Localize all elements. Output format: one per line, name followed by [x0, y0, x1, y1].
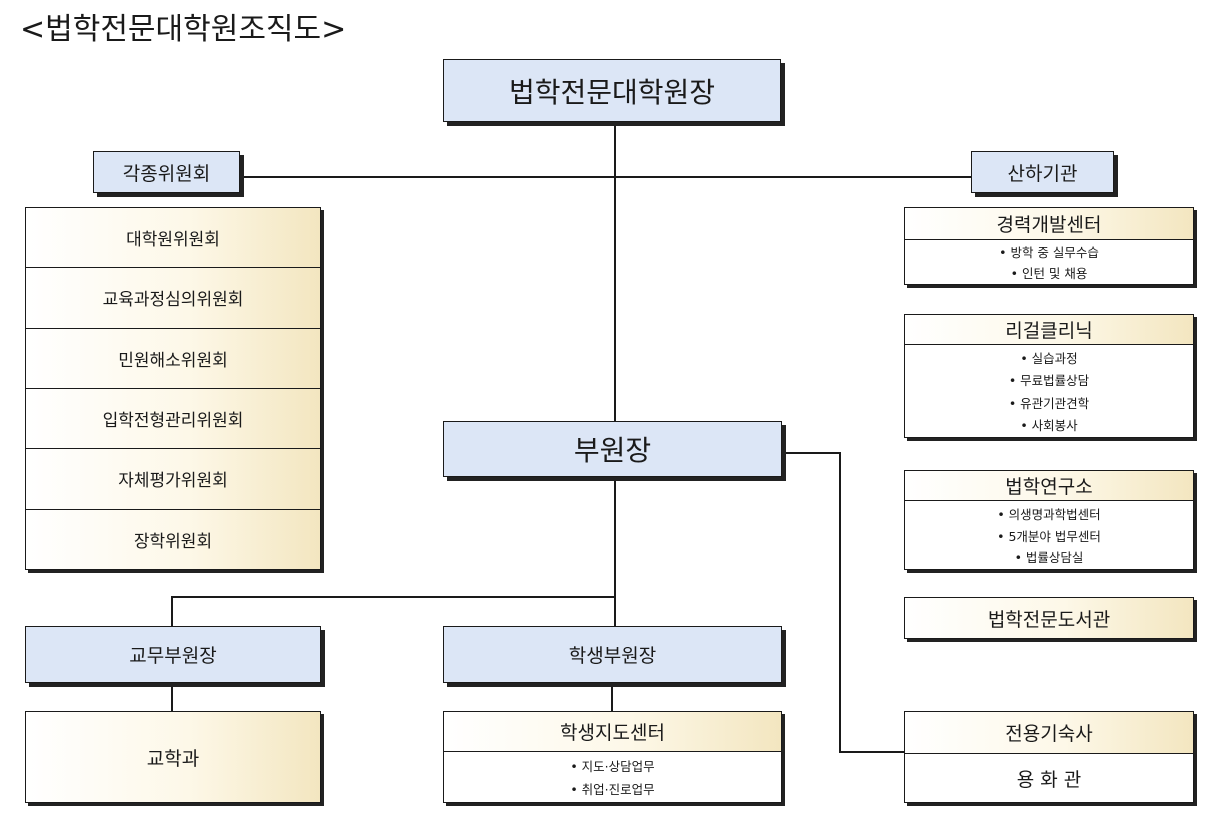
dormitory-title: 전용기숙사	[905, 712, 1193, 754]
legal-clinic-item: • 유관기관견학	[1008, 395, 1090, 411]
law-institute-title: 법학연구소	[905, 471, 1193, 501]
career-center-item: • 방학 중 실무수습	[999, 245, 1099, 260]
law-institute-item: • 5개분야 법무센터	[997, 528, 1101, 544]
legal-clinic-card: 리걸클리닉 • 실습과정 • 무료법률상담 • 유관기관견학 • 사회봉사	[904, 314, 1194, 438]
academic-affairs-office-box: 교학과	[25, 711, 321, 803]
academic-vice-dean-box: 교무부원장	[25, 626, 321, 683]
legal-clinic-item: • 실습과정	[1020, 351, 1078, 367]
student-guidance-item: • 지도·상담업무	[570, 759, 655, 774]
law-institute-item: • 의생명과학법센터	[997, 506, 1101, 522]
dormitory-building-name: 용 화 관	[1016, 768, 1082, 791]
affiliates-header-label: 산하기관	[1007, 162, 1078, 185]
committee-list: 대학원위원회 교육과정심의위원회 민원해소위원회 입학전형관리위원회 자체평가위…	[25, 207, 321, 570]
legal-clinic-item: • 사회봉사	[1020, 417, 1078, 433]
affiliates-header-box: 산하기관	[971, 151, 1114, 193]
legal-clinic-item: • 무료법률상담	[1008, 373, 1090, 389]
vice-dean-box: 부원장	[443, 421, 782, 477]
student-vice-dean-label: 학생부원장	[568, 645, 657, 667]
legal-clinic-title: 리걸클리닉	[905, 315, 1193, 345]
dormitory-card: 전용기숙사 용 화 관	[904, 711, 1194, 803]
committee-item-grievance: 민원해소위원회	[26, 328, 320, 389]
law-institute-item: • 법률상담실	[1014, 550, 1084, 566]
dean-label: 법학전문대학원장	[508, 75, 716, 109]
career-center-title: 경력개발센터	[905, 208, 1193, 240]
student-guidance-item: • 취업·진로업무	[570, 782, 655, 797]
vice-dean-label: 부원장	[573, 434, 652, 467]
student-guidance-center-card: 학생지도센터 • 지도·상담업무 • 취업·진로업무	[443, 711, 782, 803]
career-center-card: 경력개발센터 • 방학 중 실무수습 • 인턴 및 채용	[904, 207, 1194, 285]
committees-header-label: 각종위원회	[122, 162, 211, 185]
student-vice-dean-box: 학생부원장	[443, 626, 782, 683]
committee-item-graduate: 대학원위원회	[26, 208, 320, 269]
committees-header-box: 각종위원회	[93, 151, 240, 193]
connector-vice-to-dormitory	[782, 452, 904, 753]
connector-academic-branch	[171, 596, 615, 626]
academic-affairs-office-label: 교학과	[146, 747, 200, 770]
law-institute-card: 법학연구소 • 의생명과학법센터 • 5개분야 법무센터 • 법률상담실	[904, 470, 1194, 570]
academic-vice-dean-label: 교무부원장	[129, 645, 217, 667]
dean-box: 법학전문대학원장	[443, 59, 781, 122]
committee-item-self-evaluation: 자체평가위원회	[26, 449, 320, 510]
committee-item-scholarship: 장학위원회	[26, 509, 320, 569]
chart-title: <법학전문대학원조직도>	[20, 12, 347, 47]
committee-item-admissions: 입학전형관리위원회	[26, 388, 320, 450]
law-library-label: 법학전문도서관	[987, 608, 1111, 631]
law-library-box: 법학전문도서관	[904, 597, 1194, 639]
student-guidance-center-title: 학생지도센터	[444, 712, 781, 752]
committee-item-curriculum: 교육과정심의위원회	[26, 268, 320, 329]
career-center-item: • 인턴 및 채용	[1010, 266, 1088, 281]
